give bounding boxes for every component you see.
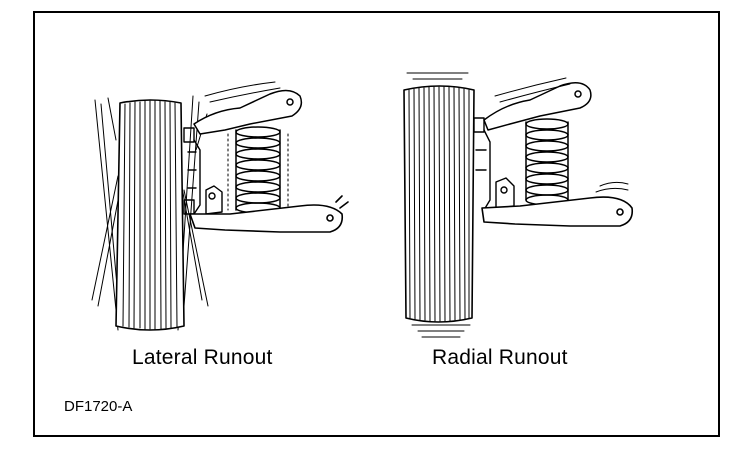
lateral-runout-caption: Lateral Runout	[132, 346, 273, 369]
figure-id-label: DF1720-A	[64, 398, 133, 415]
lateral-wobble-lines	[91, 95, 209, 331]
lateral-coil-spring	[227, 126, 289, 214]
radial-knuckle	[495, 177, 515, 209]
lateral-hub	[183, 127, 201, 215]
radial-coil-spring	[525, 118, 569, 206]
radial-runout-caption: Radial Runout	[432, 346, 568, 369]
radial-upper-control-arm	[483, 77, 592, 131]
lateral-tire-treads	[122, 100, 178, 330]
radial-motion-lines	[406, 72, 471, 338]
radial-lower-control-arm	[481, 181, 634, 227]
radial-runout-assembly	[403, 72, 634, 338]
radial-hub	[473, 117, 491, 211]
lateral-upper-control-arm	[193, 81, 303, 135]
lateral-lower-control-arm	[189, 195, 349, 233]
lateral-knuckle	[205, 185, 223, 215]
lateral-runout-assembly	[91, 81, 349, 331]
radial-tire-treads	[408, 86, 470, 322]
